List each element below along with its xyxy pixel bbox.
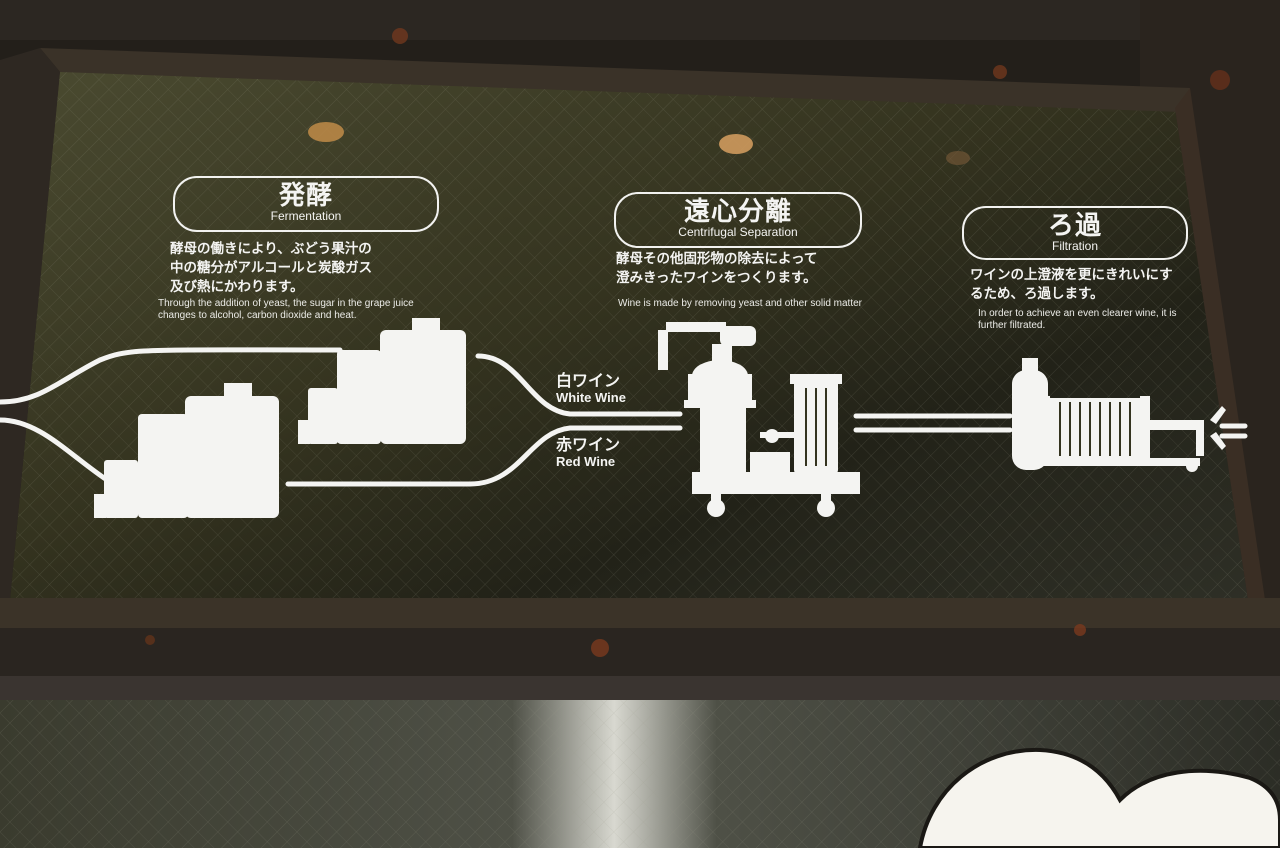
filtration-title: ろ過 Filtration	[962, 206, 1188, 260]
centrifuge-details	[805, 388, 827, 466]
red-wine-label-en: Red Wine	[556, 454, 616, 469]
red-wine-label: 赤ワイン Red Wine	[556, 435, 621, 470]
centrifugal-title: 遠心分離 Centrifugal Separation	[614, 192, 862, 248]
centrifugal-title-en: Centrifugal Separation	[678, 225, 798, 239]
centrifugal-description-jp: 酵母その他固形物の除去によって 澄みきったワインをつくります。	[616, 251, 818, 286]
filter-press-icon	[1012, 358, 1226, 472]
lower-glass-pane	[0, 700, 1280, 848]
white-wine-label-jp: 白ワイン	[556, 371, 621, 390]
fermentation-title-en: Fermentation	[270, 209, 342, 223]
fermentation-title-jp: 発酵	[278, 181, 333, 211]
filtration-title-jp: ろ過	[1047, 211, 1102, 241]
rusty-crossbar	[0, 28, 1280, 700]
filtration-description-jp: ワインの上澄液を更にきれいにす るため、ろ過します。	[970, 267, 1173, 302]
white-wine-label: 白ワイン White Wine	[556, 371, 626, 406]
fermentation-description-en: Through the addition of yeast, the sugar…	[158, 298, 414, 321]
process-flow-lines	[0, 347, 1248, 487]
filtration-description-en: In order to achieve an even clearer wine…	[978, 308, 1177, 331]
centrifugal-title-jp: 遠心分離	[683, 197, 792, 227]
glass-pane	[10, 70, 1248, 600]
white-wine-label-en: White Wine	[556, 390, 626, 405]
red-wine-label-jp: 赤ワイン	[556, 435, 621, 454]
fermentation-title: 発酵 Fermentation	[173, 176, 439, 232]
fermentation-tank-group-back	[298, 318, 466, 444]
centrifugal-description-en: Wine is made by removing yeast and other…	[618, 298, 862, 309]
fermentation-description-jp: 酵母の働きにより、ぶどう果汁の 中の糖分がアルコールと炭酸ガス 及び熱にかわりま…	[170, 241, 373, 295]
fermentation-tank-group-front	[94, 383, 279, 518]
filtration-title-en: Filtration	[1051, 239, 1098, 253]
filter-plates	[1059, 402, 1131, 456]
